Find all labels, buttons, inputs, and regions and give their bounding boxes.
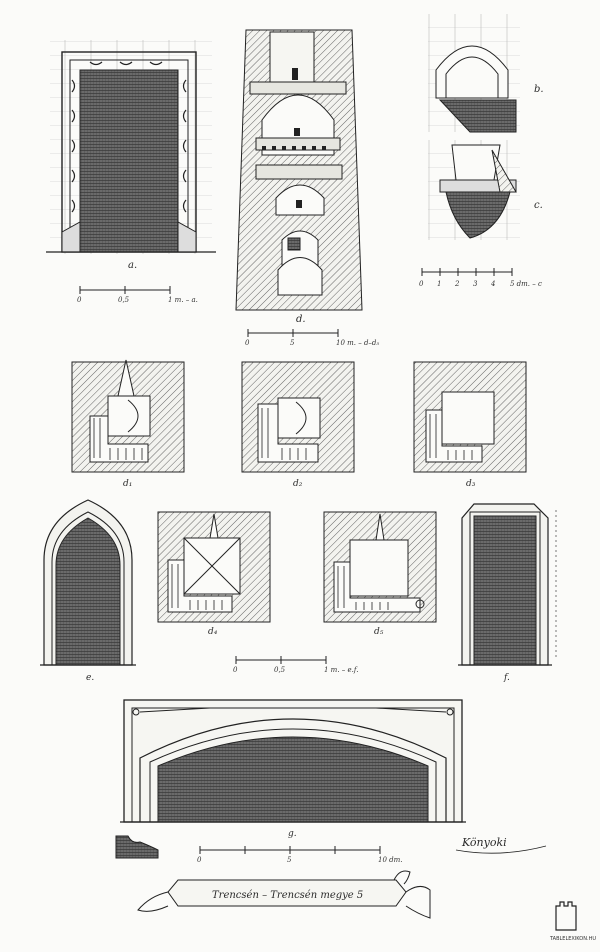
label-d4: d₄ xyxy=(208,627,218,637)
scale-bc-tick-4: 4 xyxy=(490,280,495,288)
label-e: e. xyxy=(86,673,94,683)
label-a: a. xyxy=(128,260,137,271)
plan-d3 xyxy=(413,361,527,473)
signature-flourish xyxy=(455,845,547,854)
scale-bar-g: 0 5 10 dm. xyxy=(197,846,402,864)
label-g: g. xyxy=(288,829,297,839)
scale-ef-tick-0: 0 xyxy=(233,666,238,674)
drawing-e-pointed-arch-door xyxy=(40,499,136,666)
label-b: b. xyxy=(534,84,544,95)
label-d: d. xyxy=(296,314,306,325)
scale-d-tick-0: 0 xyxy=(245,339,250,347)
scale-bc-tick-3: 3 xyxy=(473,280,478,288)
castle-icon xyxy=(555,901,577,931)
watermark: TABLELEXIKON.HU xyxy=(549,901,596,942)
label-d3: d₃ xyxy=(466,479,476,489)
drawing-g-arch-portal xyxy=(120,699,466,823)
scale-a-tick-0: 0 xyxy=(77,296,82,304)
title-banner: Trencsén – Trencsén megye 5 xyxy=(137,870,431,919)
scale-bar-bc: 0 1 2 3 4 5 dm. – c xyxy=(419,268,542,288)
banner-text: Trencsén – Trencsén megye 5 xyxy=(212,890,363,901)
scale-bar-a: 0 0,5 1 m. – a. xyxy=(77,286,198,304)
scale-bar-d: 0 5 10 m. – d–d₅ xyxy=(245,329,379,347)
plan-d5 xyxy=(323,511,437,623)
scale-bc-end-label: 5 dm. – c xyxy=(510,280,542,288)
scale-bc-tick-2: 2 xyxy=(454,280,460,288)
signature: Könyoki xyxy=(461,836,507,849)
drawing-f-rectangular-door xyxy=(458,503,557,666)
scale-ef-end-label: 1 m. – e.f. xyxy=(324,666,358,674)
drawing-b-niche-detail xyxy=(428,14,520,133)
scale-a-end-label: 1 m. – a. xyxy=(168,296,198,304)
plan-d4 xyxy=(157,511,271,623)
scale-ef-tick-1: 0,5 xyxy=(274,666,286,674)
moulding-profile xyxy=(115,835,159,859)
label-c: c. xyxy=(534,200,543,211)
label-d2: d₂ xyxy=(293,479,303,489)
scale-d-end-label: 10 m. – d–d₅ xyxy=(336,339,379,347)
plan-d2 xyxy=(241,361,355,473)
scale-g-tick-1: 5 xyxy=(287,856,292,864)
drawing-d-tower-section xyxy=(235,29,363,311)
scale-g-tick-0: 0 xyxy=(197,856,202,864)
scale-g-end-label: 10 dm. xyxy=(378,856,402,864)
scale-bc-tick-0: 0 xyxy=(419,280,424,288)
scale-bc-tick-1: 1 xyxy=(437,280,441,288)
watermark-text: TABLELEXIKON.HU xyxy=(549,936,596,942)
plan-d1 xyxy=(71,359,185,473)
scale-bar-ef: 0 0,5 1 m. – e.f. xyxy=(233,656,358,674)
scale-d-tick-1: 5 xyxy=(290,339,295,347)
label-f: f. xyxy=(503,673,510,683)
label-d5: d₅ xyxy=(374,627,384,637)
scale-a-tick-1: 0,5 xyxy=(118,296,130,304)
drawing-c-corbel-detail xyxy=(428,140,520,240)
drawing-a-doorway xyxy=(46,40,216,254)
label-d1: d₁ xyxy=(123,479,132,489)
